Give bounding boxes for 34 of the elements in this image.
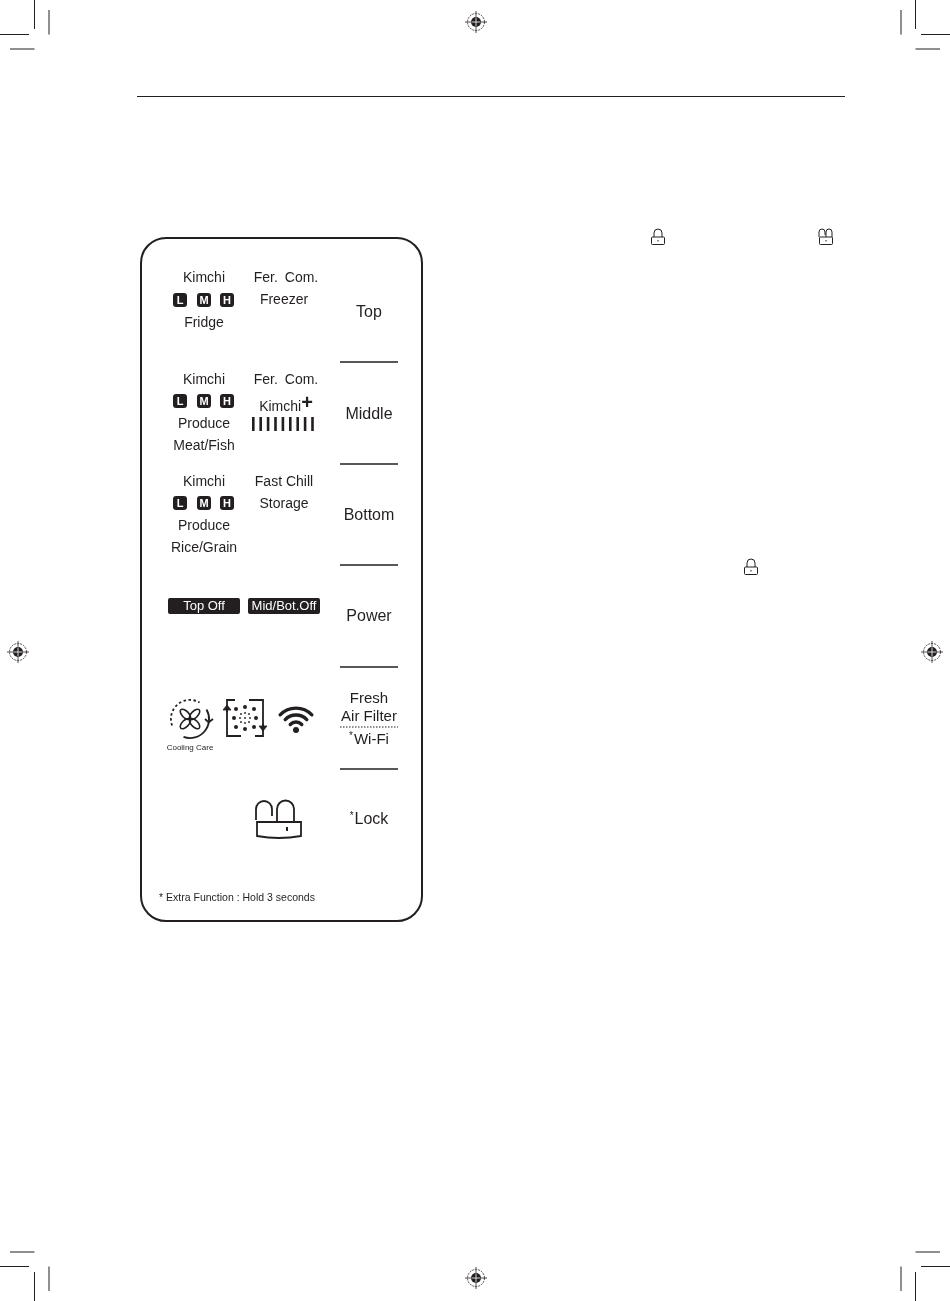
level-tag: L (173, 496, 187, 510)
status-indicator: Top Off (168, 598, 240, 614)
control-panel (140, 237, 423, 922)
mode-label: Kimchi (183, 472, 225, 490)
mode-label: Fer. Com. (253, 268, 319, 286)
level-tag: H (220, 293, 234, 307)
icon-caption: Cooling Care (166, 743, 214, 753)
mode-label: Fer. Com. (253, 370, 319, 388)
mode-label: Produce (177, 516, 231, 534)
level-tag: L (173, 293, 187, 307)
level-tag: M (197, 496, 211, 510)
control-label: Top (356, 302, 382, 322)
footnote: * Extra Function : Hold 3 seconds (159, 890, 315, 904)
mode-label: Kimchi (183, 370, 225, 388)
control-label: Power (346, 606, 392, 626)
level-tag: H (220, 496, 234, 510)
control-label: $^{*}$Wi-Fi (349, 730, 389, 748)
mode-label: Produce (177, 414, 231, 432)
control-label: Middle (345, 404, 393, 424)
mode-label: Fridge (184, 313, 224, 331)
control-label: $^{*}$Lock (349, 809, 389, 829)
mode-label: Storage (259, 494, 309, 512)
level-tag: L (173, 394, 187, 408)
mode-label: Freezer (259, 290, 309, 308)
status-indicator: Mid/Bot.Off (248, 598, 320, 614)
control-label: Bottom (343, 505, 395, 525)
mode-label: Kimchi (183, 268, 225, 286)
mode-label: Meat/Fish (173, 436, 235, 454)
level-tag: M (197, 293, 211, 307)
control-label: Fresh Air Filter (340, 689, 398, 725)
level-tag: M (197, 394, 211, 408)
level-tag: H (220, 394, 234, 408)
mode-label: Fast Chill (254, 472, 314, 490)
mode-label: Rice/Grain (170, 538, 238, 556)
